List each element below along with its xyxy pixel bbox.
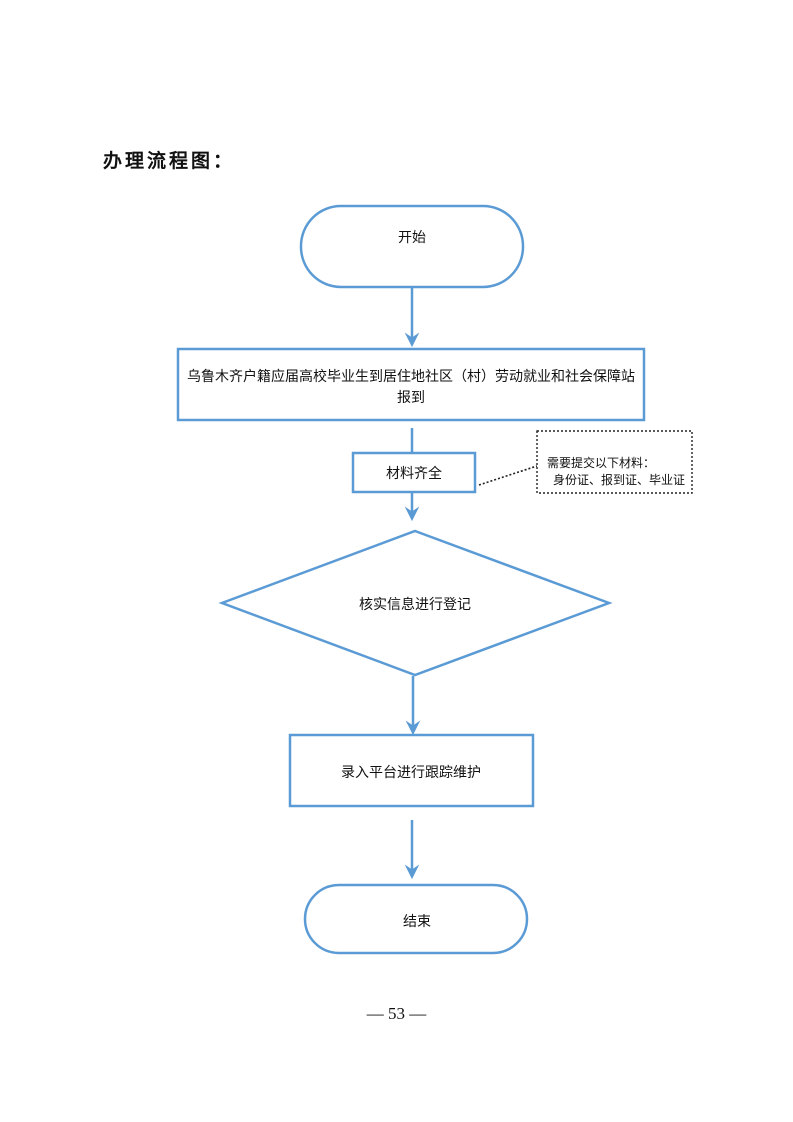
note-line1: 需要提交以下材料：: [547, 455, 655, 470]
verify-node: 核实信息进行登记: [218, 529, 613, 677]
entry-node: 录入平台进行跟踪维护: [288, 733, 535, 808]
start-node: 开始: [299, 204, 525, 289]
materials-label: 材料齐全: [386, 465, 442, 482]
report-label-line2: 报到: [397, 390, 425, 406]
report-label-line1: 乌鲁木齐户籍应届高校毕业生到居住地社区（村）劳动就业和社会保障站: [187, 368, 635, 385]
materials-node: 材料齐全: [351, 451, 477, 494]
note-callout-line: [478, 465, 538, 486]
arrowhead-verify-to-entry: [405, 720, 421, 736]
verify-label: 核实信息进行登记: [359, 596, 471, 613]
page-title: 办理流程图：: [103, 150, 236, 172]
arrowhead-start-to-report: [404, 332, 420, 348]
arrowhead-entry-to-end: [404, 864, 420, 880]
entry-label: 录入平台进行跟踪维护: [341, 765, 481, 781]
end-node: 结束: [303, 883, 529, 955]
end-label: 结束: [403, 914, 431, 930]
report-node: 乌鲁木齐户籍应届高校毕业生到居住地社区（村）劳动就业和社会保障站 报到: [176, 347, 646, 422]
page-number: — 53 —: [366, 1004, 427, 1023]
note-line2: 身份证、报到证、毕业证: [553, 472, 685, 487]
materials-note: 需要提交以下材料： 身份证、报到证、毕业证: [536, 430, 693, 494]
arrowhead-materials-to-verify: [404, 506, 420, 522]
start-label: 开始: [398, 230, 426, 246]
